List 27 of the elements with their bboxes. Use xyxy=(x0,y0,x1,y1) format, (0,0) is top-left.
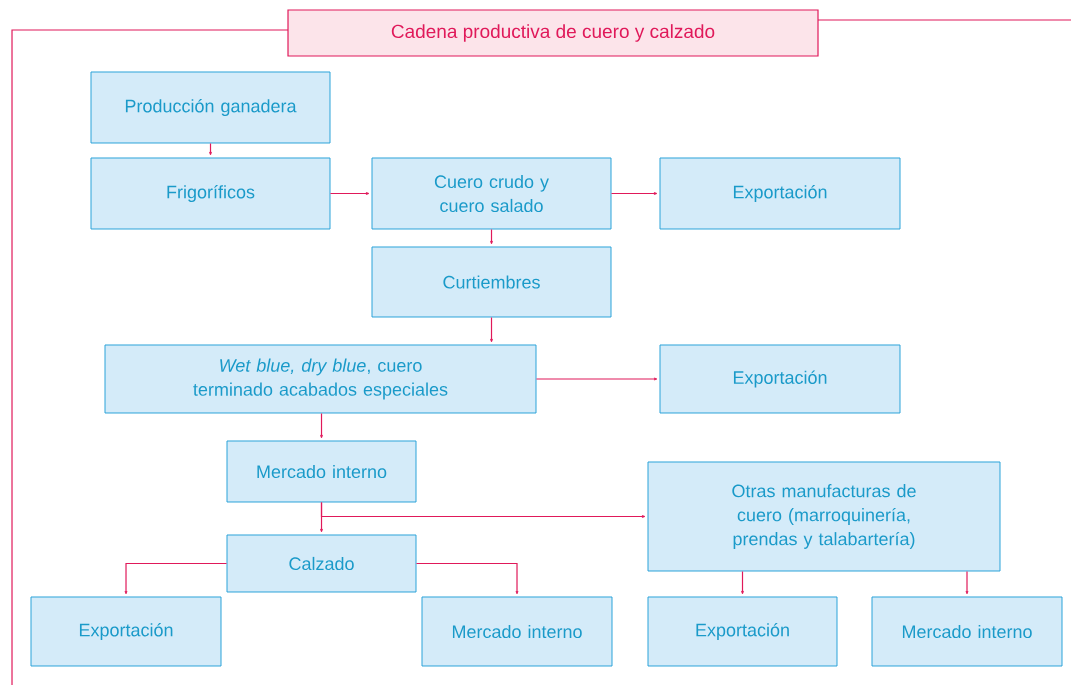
arrow xyxy=(535,377,658,381)
process-box: Exportación xyxy=(30,596,222,667)
arrow xyxy=(124,562,228,595)
arrow xyxy=(490,228,493,245)
arrow xyxy=(320,412,323,439)
process-box: Exportación xyxy=(659,157,901,230)
process-box: Mercado interno xyxy=(226,440,417,503)
arrow xyxy=(329,192,370,195)
arrow xyxy=(209,142,212,156)
process-box: Calzado xyxy=(226,534,417,593)
arrow xyxy=(320,501,646,518)
arrow xyxy=(741,570,744,595)
arrow xyxy=(490,316,493,343)
process-box: Exportación xyxy=(659,344,901,414)
arrow xyxy=(965,570,969,595)
process-box: Curtiembres xyxy=(371,246,612,318)
process-box: Cuero crudo y cuero salado xyxy=(371,157,612,230)
process-box: Mercado interno xyxy=(421,596,613,667)
process-box: Mercado interno xyxy=(871,596,1063,667)
process-box: Frigoríficos xyxy=(90,157,331,230)
title-box: Cadena productiva de cuero y calzado xyxy=(287,9,819,57)
process-box: Exportación xyxy=(647,596,838,667)
process-box: Wet blue, dry blue, cuero terminado acabados especiales xyxy=(104,344,537,414)
process-box: Producción ganadera xyxy=(90,71,331,144)
arrow xyxy=(610,192,658,195)
arrow xyxy=(415,562,519,595)
process-box: Otras manufacturas de cuero (marroquinería, prendas y talabartería) xyxy=(647,461,1001,572)
